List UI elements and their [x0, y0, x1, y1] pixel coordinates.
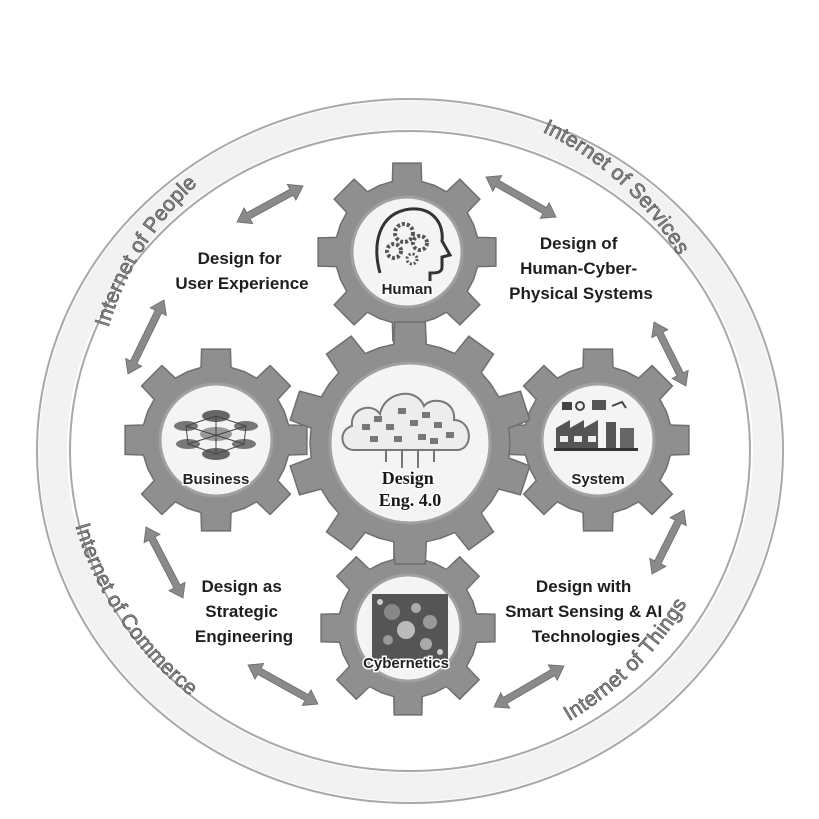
arrow-bottom-left	[247, 663, 319, 706]
arrow-left-lower	[143, 526, 186, 599]
gear-human	[317, 162, 497, 342]
design-hcps-label: Design of Human-Cyber- Physical Systems	[509, 234, 653, 303]
arrow-top-right	[485, 175, 557, 219]
gear-center-label: Design Eng. 4.0	[379, 468, 442, 510]
arrow-right-upper	[651, 321, 689, 387]
gear-human-label: Human	[382, 281, 433, 298]
gear-human-face	[350, 195, 464, 309]
human-head-icon	[375, 207, 453, 281]
business-network-icon	[174, 410, 258, 460]
design-strategic-label: Design as Strategic Engineering	[195, 577, 293, 646]
gear-business-label: Business	[183, 471, 250, 488]
arrow-bottom-right	[493, 664, 565, 709]
gear-system-label: System	[571, 471, 624, 488]
arrow-layer	[125, 175, 689, 709]
design-user-experience-label: Design for User Experience	[175, 249, 308, 293]
arrow-top-left	[236, 183, 304, 225]
factory-system-icon	[554, 400, 638, 451]
outer-ring	[36, 98, 784, 804]
cybernetics-image-icon	[372, 594, 448, 662]
arrow-right-lower	[649, 509, 687, 575]
arrow-left-upper	[125, 299, 167, 375]
gear-cybernetics-label: Cybernetics	[363, 655, 449, 672]
design-smart-sensing-label: Design with Smart Sensing & AI Technolog…	[505, 577, 667, 646]
cloud-technology-icon	[341, 392, 470, 468]
